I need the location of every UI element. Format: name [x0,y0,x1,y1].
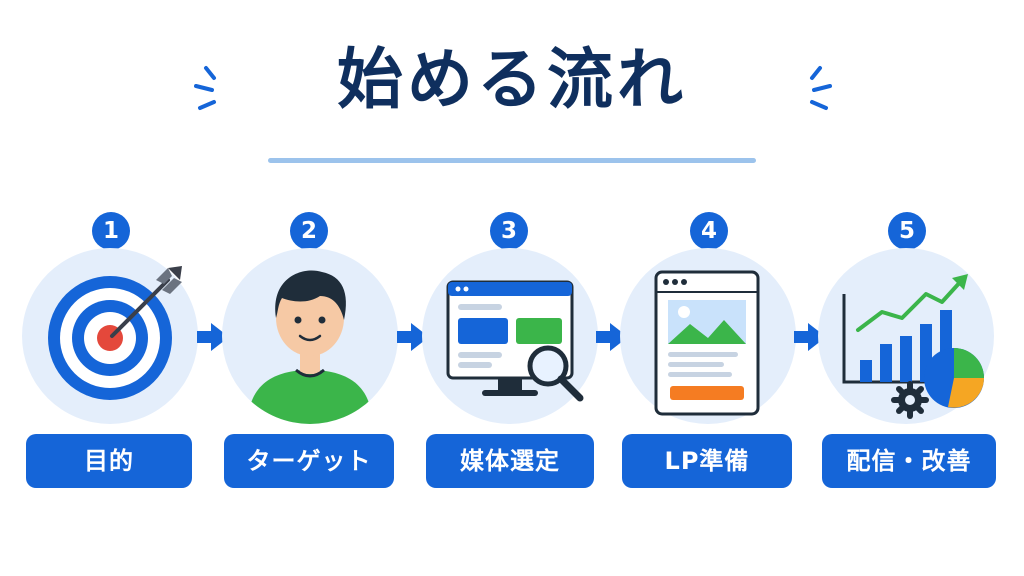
target-icon [48,266,182,400]
landing-page-icon [654,270,760,416]
step-icon-circle [818,248,994,424]
step-label: 配信・改善 [822,434,996,488]
step-number-badge: 5 [888,212,926,250]
step-label: ターゲット [224,434,394,488]
arrow-right-icon [596,323,628,351]
step-number-badge: 4 [690,212,728,250]
step-number-badge: 3 [490,212,528,250]
step-label: LP準備 [622,434,792,488]
step-label: 媒体選定 [426,434,594,488]
step-icon-circle [22,248,198,424]
monitor-search-icon [446,280,584,402]
person-icon [248,270,372,424]
step-icon-circle [422,248,598,424]
step-icon-circle [222,248,398,424]
step-number-badge: 1 [92,212,130,250]
arrow-right-icon [197,323,229,351]
sparkle-right-icon [810,66,832,110]
title-area: 始める流れ [0,40,1024,119]
arrow-right-icon [397,323,429,351]
analytics-chart-icon [842,274,984,419]
arrow-right-icon [794,323,826,351]
step-label: 目的 [26,434,192,488]
step-number-badge: 2 [290,212,328,250]
step-icon-circle [620,248,796,424]
title-underline [268,158,756,163]
page-title: 始める流れ [337,41,687,118]
sparkle-left-icon [194,66,216,110]
